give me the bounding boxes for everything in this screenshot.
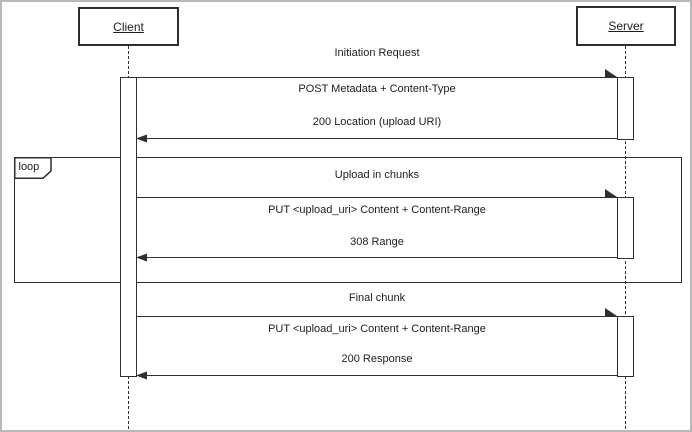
server-activation-bar: [617, 77, 634, 140]
server-activation-bar: [617, 316, 634, 377]
section-title: Upload in chunks: [334, 169, 420, 181]
response-message-label: 200 Location (upload URI): [312, 116, 442, 128]
request-message-line: [137, 197, 617, 198]
response-message-line: [137, 375, 617, 376]
response-message-line: [137, 138, 617, 139]
request-arrowhead-icon: [605, 189, 617, 197]
response-message-label: 308 Range: [350, 236, 404, 248]
loop-frame: loop: [13, 156, 682, 283]
loop-operator-tab: loop: [13, 156, 52, 179]
server-actor-box: Server: [576, 6, 676, 46]
server-activation-bar: [617, 197, 634, 259]
request-message-line: [137, 77, 617, 78]
server-actor-label: Server: [608, 19, 644, 33]
response-arrowhead-icon: [136, 134, 147, 143]
section-title: Initiation Request: [334, 47, 420, 59]
client-activation-bar: [120, 77, 137, 377]
request-message-label: PUT <upload_uri> Content + Content-Range: [268, 204, 486, 216]
client-actor-box: Client: [78, 7, 179, 46]
request-message-label: POST Metadata + Content-Type: [298, 83, 456, 95]
response-arrowhead-icon: [136, 253, 147, 262]
loop-pentagon-icon: [13, 156, 52, 179]
request-arrowhead-icon: [605, 308, 617, 316]
request-arrowhead-icon: [605, 69, 617, 77]
request-message-label: PUT <upload_uri> Content + Content-Range: [268, 323, 486, 335]
response-message-line: [137, 257, 617, 258]
response-arrowhead-icon: [136, 371, 147, 380]
response-message-label: 200 Response: [341, 353, 413, 365]
loop-operator-label: loop: [18, 160, 40, 173]
section-title: Final chunk: [348, 292, 406, 304]
request-message-line: [137, 316, 617, 317]
client-actor-label: Client: [113, 19, 144, 34]
